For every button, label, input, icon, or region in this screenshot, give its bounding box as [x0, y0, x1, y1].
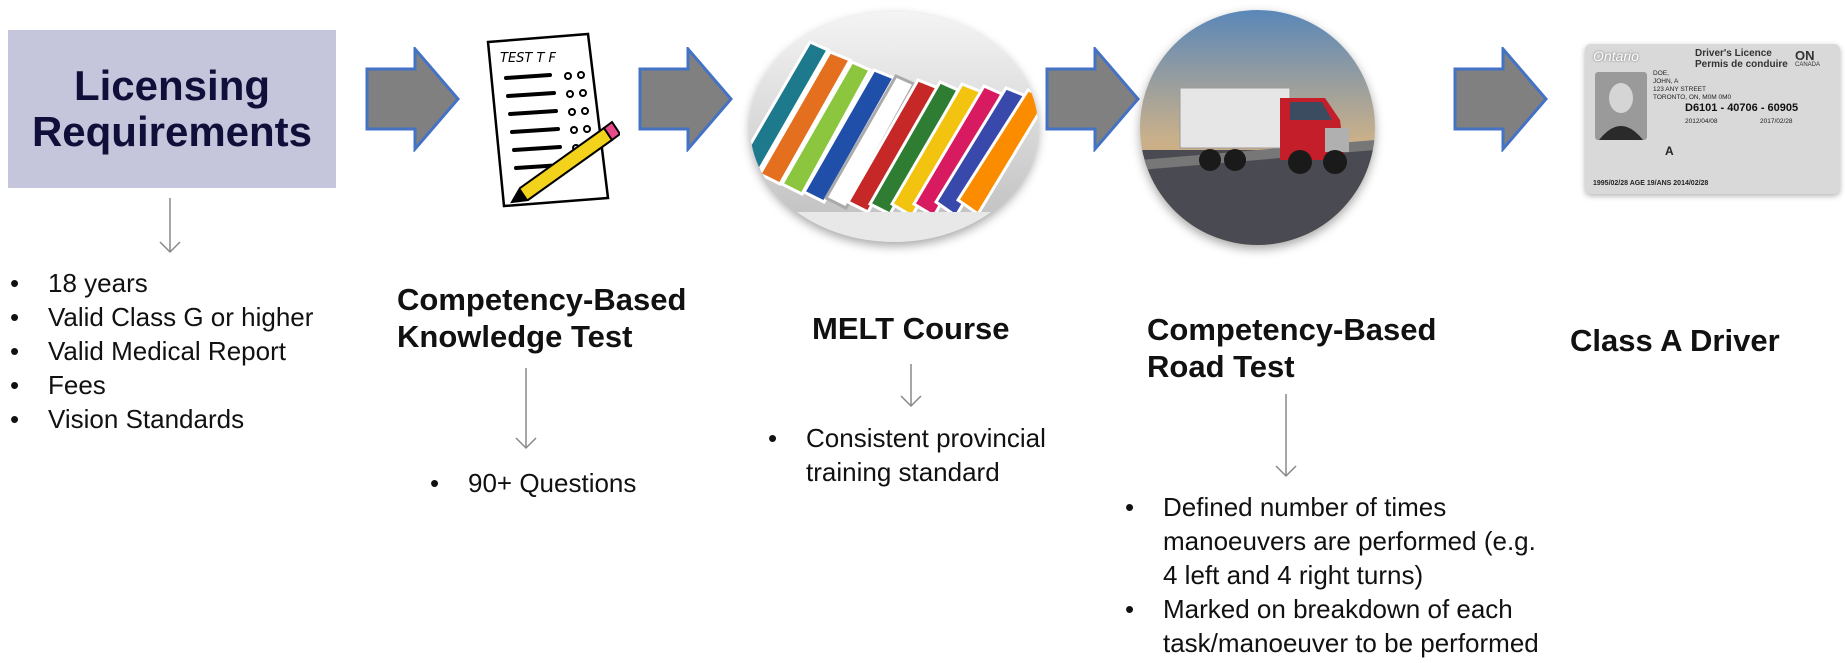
card-photo — [1595, 72, 1647, 140]
road-test-bullet1-line2: manoeuvers are performed (e.g. — [1163, 526, 1536, 556]
list-item: 90+ Questions — [430, 466, 636, 500]
list-item: 18 years — [10, 266, 313, 300]
road-test-bullet1-line3: 4 left and 4 right turns) — [1163, 560, 1424, 590]
list-item: Valid Medical Report — [10, 334, 313, 368]
card-address2: TORONTO, ON, M0M 0M0 — [1653, 94, 1732, 101]
card-class: A — [1665, 144, 1674, 158]
flow-arrow-4 — [1453, 47, 1548, 152]
knowledge-test-title-line2: Knowledge Test — [397, 319, 633, 354]
class-a-driver-title: Class A Driver — [1570, 323, 1780, 358]
flow-arrow-1 — [365, 47, 460, 152]
paper-header-text: TEST T F — [500, 51, 557, 66]
down-arrow-melt — [899, 364, 923, 408]
card-address1: 123 ANY STREET — [1653, 86, 1706, 93]
down-arrow-licensing — [158, 198, 182, 254]
melt-bullet-line2: training standard — [806, 457, 1000, 487]
card-province: Ontario — [1593, 48, 1639, 64]
drivers-licence-card: Ontario Driver's Licence Permis de condu… — [1585, 44, 1840, 194]
knowledge-test-bullet-list: 90+ Questions — [430, 466, 636, 500]
card-code: ON — [1795, 48, 1815, 63]
road-test-title-line1: Competency-Based — [1147, 312, 1437, 347]
licensing-title-line1: Licensing — [73, 62, 271, 109]
card-country: CANADA — [1795, 62, 1821, 68]
card-expiry: 2017/02/28 — [1760, 118, 1793, 125]
road-test-title: Competency-Based Road Test — [1147, 311, 1436, 385]
licensing-title-line2: Requirements — [31, 108, 313, 155]
list-item: Consistent provincial training standard — [768, 421, 1046, 489]
flow-arrow-3 — [1045, 47, 1140, 152]
list-item: Fees — [10, 368, 313, 402]
test-paper-image: TEST T F — [470, 30, 622, 220]
down-arrow-knowledge — [514, 368, 538, 450]
card-header-en: Driver's Licence — [1695, 48, 1772, 59]
melt-course-title: MELT Course — [812, 311, 1010, 346]
card-issued: 2012/04/08 — [1685, 118, 1718, 125]
list-item: Defined number of times manoeuvers are p… — [1125, 490, 1539, 592]
knowledge-test-title: Competency-Based Knowledge Test — [397, 281, 686, 355]
road-test-bullet1-line1: Defined number of times — [1163, 492, 1447, 522]
truck-image — [1140, 10, 1375, 245]
down-arrow-road-test — [1274, 394, 1298, 478]
road-test-title-line2: Road Test — [1147, 349, 1295, 384]
card-name2: JOHN, A — [1653, 78, 1679, 85]
card-header-fr: Permis de conduire — [1695, 59, 1788, 70]
licensing-bullet-list: 18 years Valid Class G or higher Valid M… — [10, 266, 313, 436]
list-item: Marked on breakdown of each task/manoeuv… — [1125, 592, 1539, 660]
card-number: D6101 - 40706 - 60905 — [1685, 102, 1799, 114]
flow-arrow-2 — [638, 47, 733, 152]
card-name1: DOE, — [1653, 70, 1669, 77]
road-test-bullet2-line1: Marked on breakdown of each — [1163, 594, 1513, 624]
knowledge-test-title-line1: Competency-Based — [397, 282, 687, 317]
road-test-bullet2-line2: task/manoeuver to be performed — [1163, 628, 1539, 658]
list-item: Valid Class G or higher — [10, 300, 313, 334]
licensing-requirements-box: Licensing Requirements — [8, 30, 336, 188]
books-image — [750, 12, 1038, 242]
melt-bullet-line1: Consistent provincial — [806, 423, 1046, 453]
road-test-bullet-list: Defined number of times manoeuvers are p… — [1125, 490, 1539, 660]
melt-bullet-list: Consistent provincial training standard — [768, 421, 1046, 489]
card-dob-line: 1995/02/28 AGE 19/ANS 2014/02/28 — [1593, 180, 1709, 187]
list-item: Vision Standards — [10, 402, 313, 436]
